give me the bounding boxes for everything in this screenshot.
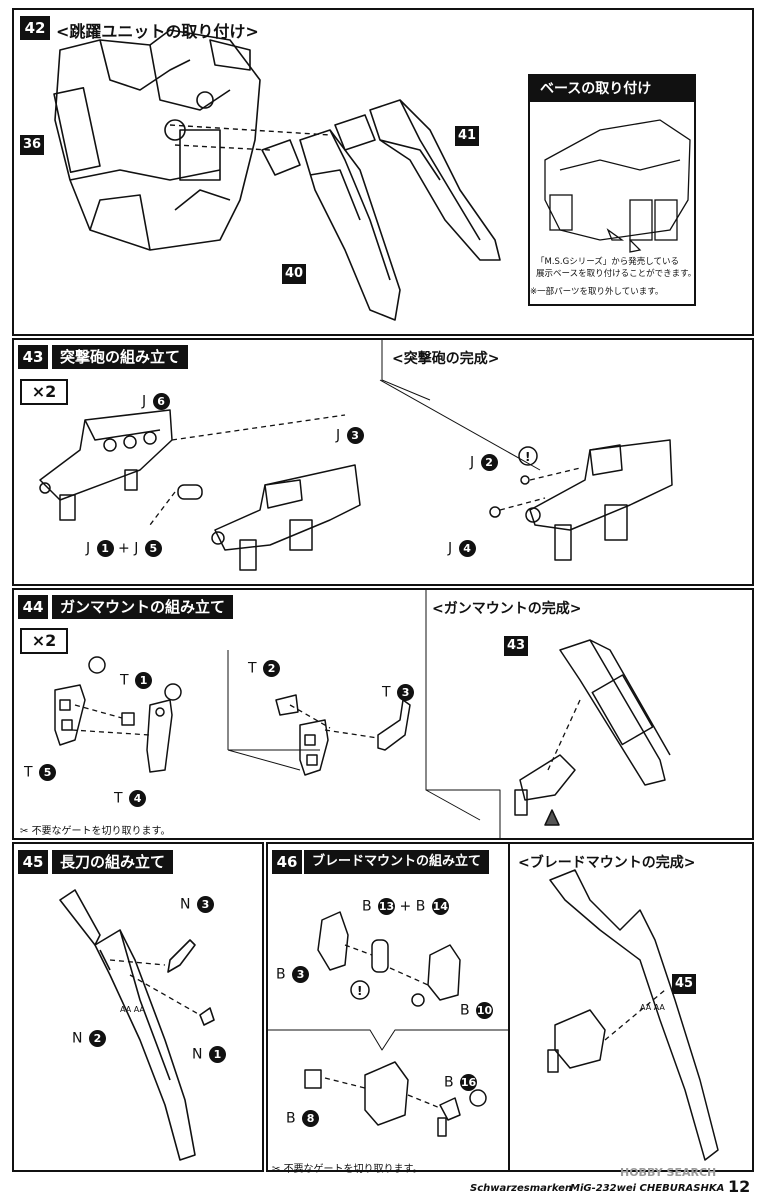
gate-cut-note-44: ✂ 不要なゲートを切り取ります。 [20, 826, 171, 837]
step44-title: ガンマウントの組み立て [52, 595, 234, 619]
step45-panel [12, 842, 264, 1172]
step43-title: 突撃砲の組み立て [52, 345, 189, 369]
part-number: 1 [208, 1046, 226, 1063]
footer-series: Schwarzesmarken [470, 1183, 573, 1194]
part-letter: B [362, 898, 372, 915]
label-b8: B 8 [286, 1110, 320, 1127]
label-j3: J 3 [336, 427, 364, 444]
part-number: 3 [196, 896, 214, 913]
part-number: 6 [152, 393, 170, 410]
part-ref-45: 45 [672, 974, 696, 994]
part-letter: B [444, 1074, 454, 1091]
label-b16: B 16 [444, 1074, 478, 1091]
part-letter: N [192, 1046, 203, 1063]
part-number: 5 [39, 764, 57, 781]
part-letter: B [276, 966, 286, 983]
footer-model: MiG-232wei CHEBURASHKA [570, 1183, 725, 1194]
part-letter: B [415, 898, 426, 915]
watermark: HOBBY SEARCH [620, 1166, 717, 1179]
label-t2: T 2 [248, 660, 281, 677]
part-letter: T [382, 684, 391, 701]
part-number: 2 [263, 660, 281, 677]
part-letter: J [470, 454, 475, 471]
label-j6: J 6 [142, 393, 170, 410]
part-number: 4 [458, 540, 476, 557]
label-t1: T 1 [120, 672, 153, 689]
part-letter: J [336, 427, 341, 444]
note-text: 不要なゲートを切り取ります。 [283, 1164, 423, 1175]
part-number: 3 [292, 966, 310, 983]
step43-done-title: <突撃砲の完成> [392, 351, 500, 367]
label-j2: J 2 [470, 454, 498, 471]
plus-sign: + [399, 898, 412, 915]
note-text: 不要なゲートを切り取ります。 [31, 826, 171, 837]
part-ref-41: 41 [455, 126, 479, 146]
part-number: 16 [460, 1074, 478, 1091]
step44-quantity: ×2 [20, 628, 68, 654]
label-j1-j5: J 1 + J 5 [86, 540, 162, 557]
step46-number: 46 [272, 850, 302, 874]
part-number: 2 [480, 454, 498, 471]
label-b10: B 10 [460, 1002, 494, 1019]
part-ref-36: 36 [20, 135, 44, 155]
step43-quantity: ×2 [20, 379, 68, 405]
part-number: 8 [302, 1110, 320, 1127]
part-number: 2 [88, 1030, 106, 1047]
step45-title: 長刀の組み立て [52, 850, 174, 874]
label-t5: T 5 [24, 764, 57, 781]
inset-note: ※一部パーツを取り外しています。 [530, 287, 664, 297]
label-n2: N 2 [72, 1030, 106, 1047]
part-number: 4 [129, 790, 147, 807]
step46-done-title: <ブレードマウントの完成> [518, 855, 696, 871]
part-ref-40: 40 [282, 264, 306, 284]
part-letter: T [114, 790, 123, 807]
part-number: 14 [431, 898, 449, 915]
part-number: 1 [96, 540, 114, 557]
label-t4: T 4 [114, 790, 147, 807]
part-number: 1 [135, 672, 153, 689]
step42-number: 42 [20, 16, 50, 40]
step43-number: 43 [18, 345, 48, 369]
part-letter: N [72, 1030, 83, 1047]
part-letter: T [120, 672, 129, 689]
part-number: 3 [397, 684, 415, 701]
part-letter: N [180, 896, 191, 913]
label-n3: N 3 [180, 896, 214, 913]
part-letter: J [448, 540, 453, 557]
part-letter: T [248, 660, 257, 677]
label-b13-b14: B 13 + B 14 [362, 898, 449, 915]
part-letter: B [286, 1110, 296, 1127]
step44-number: 44 [18, 595, 48, 619]
inset-title: ベースの取り付け [530, 76, 694, 102]
step42-title: <跳躍ユニットの取り付け> [56, 22, 259, 41]
label-j4: J 4 [448, 540, 476, 557]
plus-sign: + [118, 540, 130, 557]
part-number: 5 [144, 540, 162, 557]
inset-text-1: 「M.S.Gシリーズ」から発売している [536, 257, 680, 267]
part-ref-43: 43 [504, 636, 528, 656]
step46-done-panel [510, 842, 754, 1172]
inset-text-2: 展示ベースを取り付けることができます。 [536, 269, 697, 279]
page-number: 12 [728, 1177, 751, 1196]
label-b3: B 3 [276, 966, 310, 983]
part-letter: J [134, 540, 139, 557]
step46-title: ブレードマウントの組み立て [304, 850, 490, 874]
part-number: 3 [346, 427, 364, 444]
part-number: 10 [476, 1002, 494, 1019]
gate-cut-note-46: ✂ 不要なゲートを切り取ります。 [272, 1164, 423, 1175]
part-letter: T [24, 764, 33, 781]
label-n1: N 1 [192, 1046, 226, 1063]
part-letter: J [86, 540, 91, 557]
part-letter: B [460, 1002, 470, 1019]
label-t3: T 3 [382, 684, 415, 701]
step45-number: 45 [18, 850, 48, 874]
part-number: 13 [378, 898, 396, 915]
step44-done-title: <ガンマウントの完成> [432, 601, 582, 617]
part-letter: J [142, 393, 147, 410]
